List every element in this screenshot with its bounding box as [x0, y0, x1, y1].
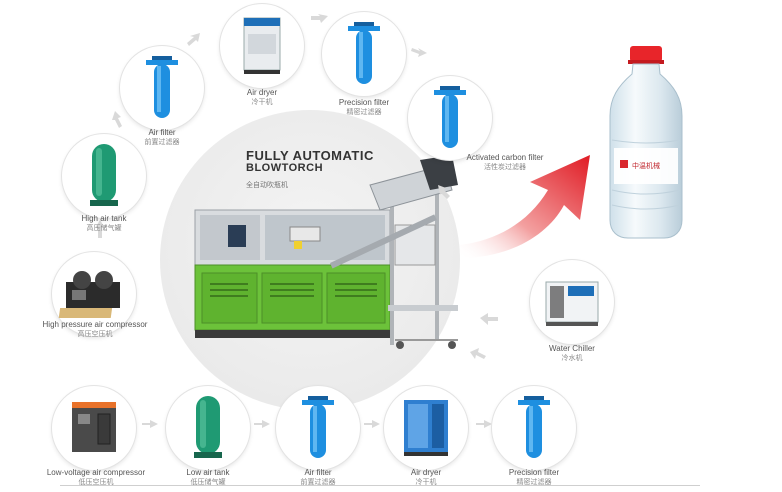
- node-air-dryer-bottom: [384, 386, 468, 470]
- chiller-icon: [545, 281, 599, 326]
- air-tank-icon: [194, 396, 222, 458]
- node-precision-top: [322, 12, 406, 96]
- filter-icon: [302, 396, 334, 458]
- node-precision-bottom: [492, 386, 576, 470]
- compressor-icon: [72, 402, 116, 452]
- node-hp-compressor: [52, 252, 136, 336]
- filter-icon: [348, 22, 380, 84]
- arrow-left-1: [480, 313, 498, 325]
- air-tank-icon: [90, 144, 118, 206]
- arrow-right-b4: [476, 420, 492, 428]
- filter-icon: [434, 86, 466, 148]
- machine-title: FULLY AUTOMATIC BLOWTORCH 全自动吹瓶机: [246, 148, 374, 192]
- output-arrow-icon: [460, 155, 590, 258]
- filter-icon: [146, 56, 178, 118]
- node-air-filter-bottom: [276, 386, 360, 470]
- arrow-right-3: [411, 48, 427, 57]
- arrow-right-b2: [254, 420, 270, 428]
- node-lv-compressor: [52, 386, 136, 470]
- arrow-up-1: [95, 220, 105, 238]
- node-carbon: [408, 76, 492, 160]
- title-line1: FULLY AUTOMATIC: [246, 148, 374, 163]
- node-air-filter-top: [120, 46, 204, 130]
- title-cn: 全自动吹瓶机: [246, 182, 288, 189]
- bottle-label: 中温机械: [632, 161, 660, 170]
- arrow-left-2: [470, 348, 486, 359]
- node-low-tank: [166, 386, 250, 470]
- arrow-right-b3: [364, 420, 380, 428]
- arrow-right-b1: [142, 420, 158, 428]
- arrow-right-1: [187, 33, 200, 46]
- air-dryer-icon: [243, 17, 281, 74]
- arrow-right-2: [311, 14, 328, 23]
- air-dryer-icon: [404, 400, 448, 456]
- water-bottle-icon: 中温机械: [609, 46, 683, 239]
- node-high-tank: [62, 134, 146, 218]
- arrow-up-2: [112, 111, 122, 128]
- node-chiller: [530, 260, 614, 344]
- title-line2: BLOWTORCH: [246, 162, 324, 174]
- arrow-down-1: [438, 185, 450, 199]
- blow-molding-machine-icon: [194, 155, 458, 349]
- node-air-dryer-top: [220, 4, 304, 88]
- filter-icon: [518, 396, 550, 458]
- baseline-divider: [60, 485, 700, 486]
- compressor-icon: [58, 271, 120, 318]
